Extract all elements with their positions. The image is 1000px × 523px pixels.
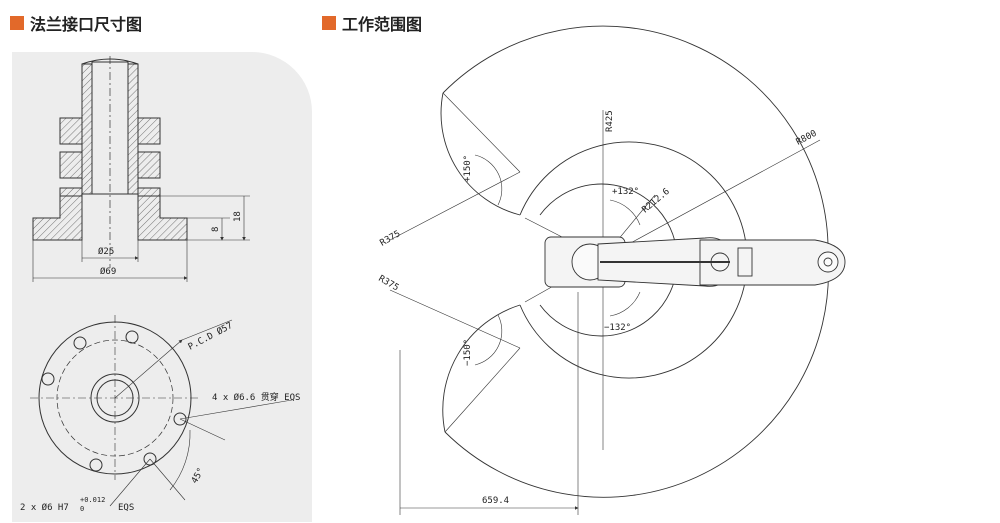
dim-thickness-label: 8 <box>211 227 221 232</box>
r375-bottom-label: R375 <box>377 274 401 294</box>
hole-6 <box>143 452 157 466</box>
angle-minus-132-label: −132° <box>604 323 631 333</box>
dim-bore-label: Ø25 <box>98 246 114 257</box>
tolerance-upper: +0.012 <box>80 496 105 504</box>
flange-section-view <box>32 56 250 282</box>
title-marker-icon <box>10 16 24 30</box>
dim-height-label: 18 <box>233 211 243 222</box>
end-effector <box>817 251 839 273</box>
r212-label: R212.6 <box>641 187 672 216</box>
hole-5 <box>89 458 103 472</box>
workspace-diagram <box>389 25 846 515</box>
width-dimension-label: 659.4 <box>482 496 509 506</box>
dowel-suffix-label: EQS <box>118 503 134 513</box>
flange-top-view <box>30 315 293 507</box>
r375-top-label: R375 <box>379 229 403 249</box>
robot-arm-link2 <box>699 239 846 286</box>
flange-title-text: 法兰接口尺寸图 <box>30 15 143 34</box>
workspace-section-title: 工作范围图 <box>322 11 422 35</box>
dowel-holes-label: 2 x Ø6 H7 <box>20 502 69 513</box>
angle-plus-150-label: +150° <box>463 155 473 182</box>
hole-1 <box>73 336 87 350</box>
hole-3 <box>41 372 55 386</box>
flange-section-title: 法兰接口尺寸图 <box>10 11 142 35</box>
r425-label: R425 <box>605 110 615 132</box>
through-holes-label: 4 x Ø6.6 贯穿 EQS <box>212 391 300 403</box>
hole-4 <box>173 412 187 426</box>
r800-label: R800 <box>795 129 819 148</box>
tolerance-lower: 0 <box>80 505 84 513</box>
pcd-label: P.C.D Ø57 <box>186 320 234 353</box>
dim-outer-label: Ø69 <box>100 266 116 277</box>
workspace-title-text: 工作范围图 <box>342 15 423 34</box>
lower-lobe-arc <box>442 304 521 433</box>
upper-lobe-arc <box>440 92 521 216</box>
angle-45-label: 45° <box>190 466 207 485</box>
angle-plus-132-label: +132° <box>612 187 639 197</box>
angle-minus-150-label: −150° <box>463 339 473 366</box>
hole-2 <box>125 330 139 344</box>
title-marker-icon <box>322 16 336 30</box>
